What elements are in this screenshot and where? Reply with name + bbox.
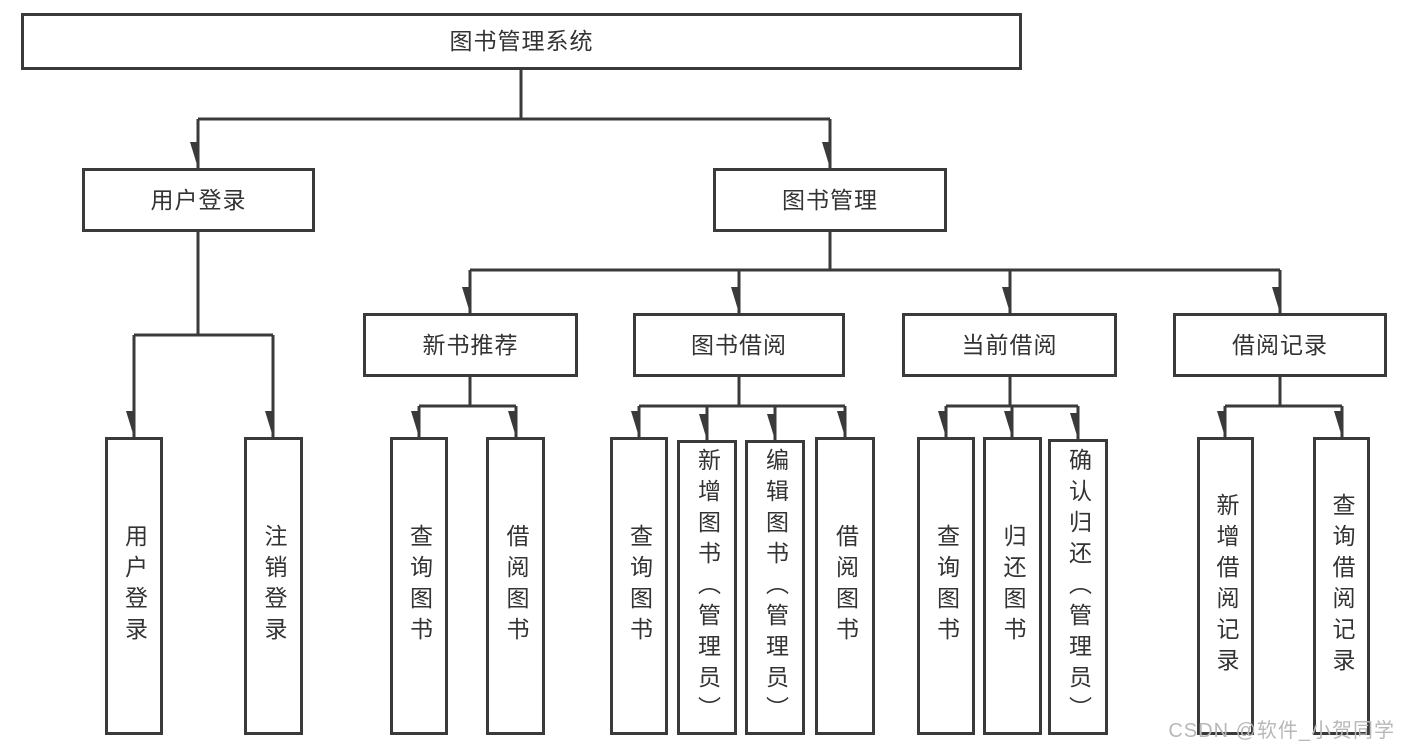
node-label: 确认归还（管理员） [1065, 447, 1092, 727]
node-label: 查询图书 [626, 524, 653, 648]
node-label: 查询借阅记录 [1329, 493, 1355, 679]
leaf-edit-book-admin: 编辑图书（管理员） [745, 440, 805, 735]
node-root-library-system: 图书管理系统 [21, 13, 1022, 70]
leaf-query-book-current: 查询图书 [917, 437, 975, 735]
csdn-watermark: CSDN @软件_小贺同学 [1168, 720, 1395, 742]
leaf-add-borrow-record: 新增借阅记录 [1197, 437, 1254, 735]
leaf-logout: 注销登录 [244, 437, 303, 735]
leaf-query-borrow-record: 查询借阅记录 [1313, 437, 1370, 735]
node-label: 查询图书 [406, 524, 433, 648]
node-label: 图书管理 [782, 186, 878, 213]
node-label: 图书管理系统 [449, 28, 594, 54]
node-label: 查询图书 [933, 524, 960, 648]
leaf-add-book-admin: 新增图书（管理员） [677, 440, 737, 735]
node-book-borrowing: 图书借阅 [633, 313, 845, 377]
node-label: 当前借阅 [961, 331, 1058, 358]
leaf-confirm-return-admin: 确认归还（管理员） [1048, 439, 1108, 735]
leaf-borrow-book: 借阅图书 [815, 437, 875, 735]
node-label: 借阅记录 [1232, 331, 1328, 358]
node-label: 用户登录 [121, 524, 148, 648]
node-borrowing-records: 借阅记录 [1173, 313, 1387, 377]
node-current-borrowing: 当前借阅 [902, 313, 1117, 377]
node-label: 用户登录 [150, 186, 247, 213]
node-label: 借阅图书 [832, 524, 859, 648]
leaf-user-login: 用户登录 [105, 437, 163, 735]
node-book-management: 图书管理 [713, 168, 947, 232]
leaf-borrow-book-recommend: 借阅图书 [486, 437, 545, 735]
node-label: 归还图书 [1000, 524, 1026, 648]
node-label: 编辑图书（管理员） [762, 448, 789, 727]
node-label: 借阅图书 [503, 524, 529, 648]
leaf-query-book-borrow: 查询图书 [610, 437, 668, 735]
node-label: 新增借阅记录 [1213, 493, 1239, 679]
node-label: 图书借阅 [691, 331, 787, 358]
node-new-book-recommend: 新书推荐 [363, 313, 578, 377]
node-label: 注销登录 [261, 524, 287, 648]
node-label: 新增图书（管理员） [694, 448, 721, 727]
node-label: 新书推荐 [422, 331, 519, 358]
leaf-return-book: 归还图书 [983, 437, 1042, 735]
node-user-login: 用户登录 [82, 168, 315, 232]
leaf-query-book-recommend: 查询图书 [390, 437, 448, 735]
